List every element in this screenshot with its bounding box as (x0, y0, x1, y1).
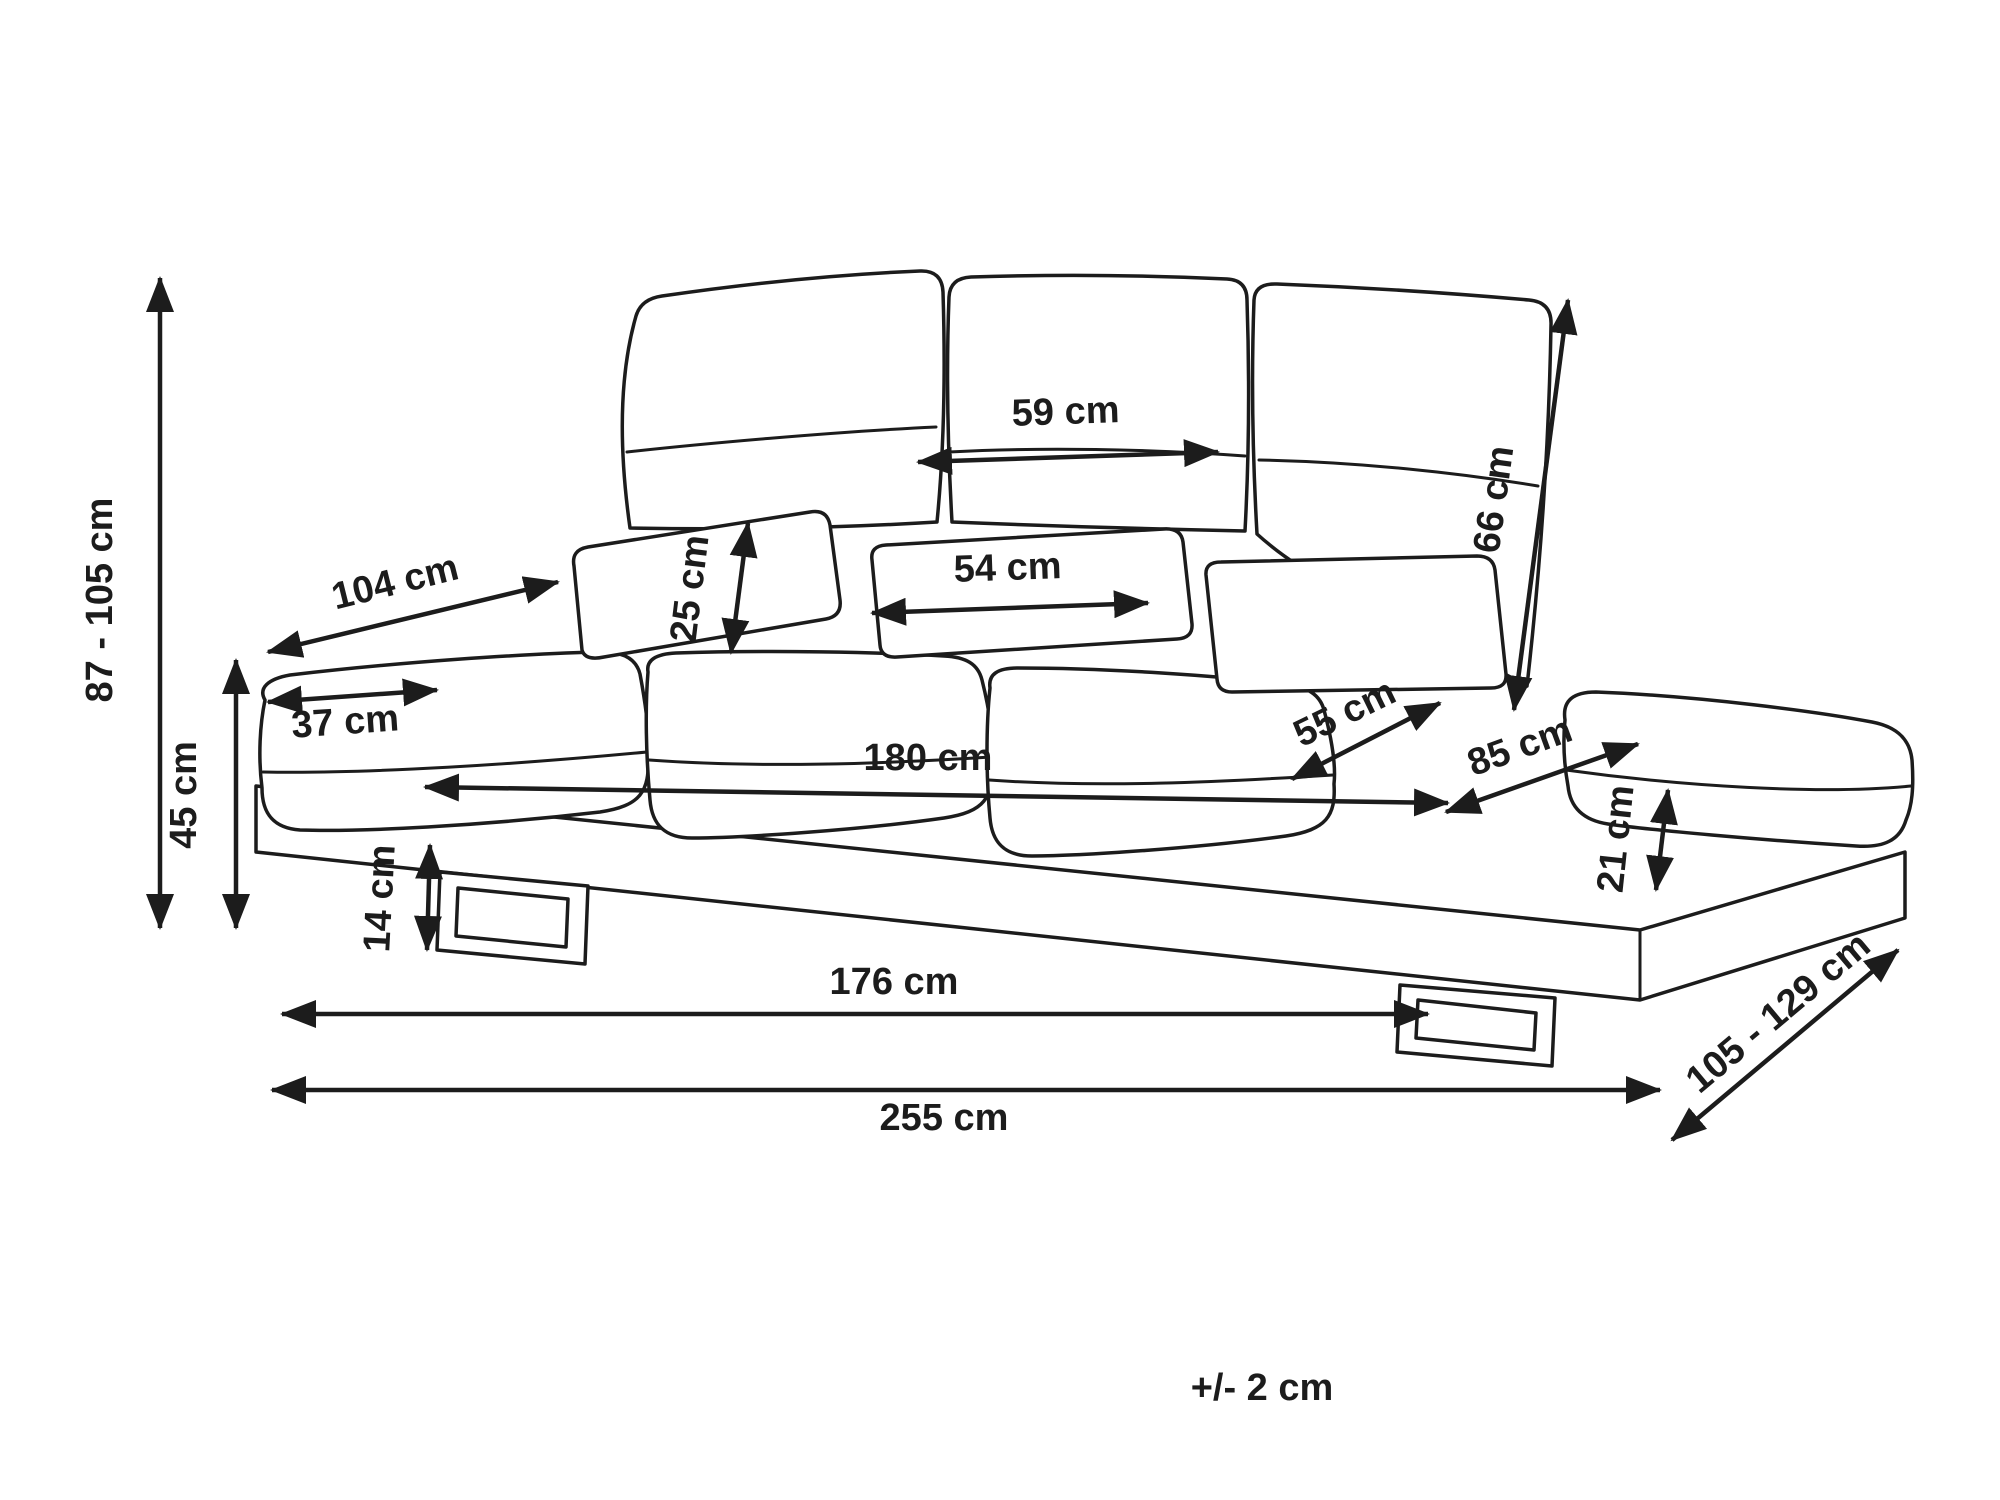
lumbar-pillow-left (571, 509, 842, 660)
dimension-overall-height: 87 - 105 cm (79, 276, 174, 930)
seat-cushion-left-crease (261, 750, 649, 774)
seat-height-label: 45 cm (163, 741, 205, 849)
dimension-overall-width: 255 cm (270, 1076, 1662, 1139)
seat-front-width-label: 37 cm (290, 697, 400, 746)
pillow-width-arrow (870, 590, 1150, 626)
dimension-clearance-height: 14 cm (356, 843, 444, 953)
dimension-depth-left: 104 cm (266, 546, 560, 658)
seat-width-label: 180 cm (864, 737, 993, 779)
seat-depth-arrow (1290, 700, 1442, 782)
back-cushion-width-label: 59 cm (1011, 389, 1120, 435)
seat-width-arrow (423, 773, 1450, 817)
back-cushion-left (620, 269, 946, 531)
back-cushion-left-seam (625, 425, 938, 454)
clearance-height-arrow (413, 843, 444, 952)
dimension-seat-width: 180 cm (423, 737, 1450, 817)
depth-left-label: 104 cm (327, 546, 462, 618)
base-length-label: 176 cm (830, 961, 959, 1003)
depth-left-arrow (266, 576, 560, 658)
leg-left-inner (454, 886, 570, 949)
back-cushion-width-arrow (916, 439, 1220, 475)
armrest-height-arrow (1646, 788, 1678, 892)
overall-height-label: 87 - 105 cm (79, 498, 121, 703)
dimension-seat-height: 45 cm (163, 658, 250, 930)
overall-depth-arrow (1670, 948, 1900, 1142)
seat-front-width-arrow (266, 678, 439, 714)
tolerance-note: +/- 2 cm (1191, 1367, 1334, 1409)
armrest-depth-arrow (1444, 741, 1640, 815)
dimension-base-length: 176 cm (280, 961, 1430, 1028)
tolerance-note-label: +/- 2 cm (1191, 1367, 1334, 1409)
dimension-pillow-width: 54 cm (870, 545, 1150, 626)
seat-cushion-middle-crease (647, 755, 993, 766)
back-height-arrow (1504, 298, 1578, 712)
dimension-seat-front-width: 37 cm (266, 678, 439, 747)
overall-width-label: 255 cm (880, 1097, 1009, 1139)
seat-cushion-right (985, 666, 1337, 858)
lumbar-pillow-right (1204, 554, 1508, 694)
pillow-height-arrow (721, 521, 758, 655)
pillow-width-label: 54 cm (953, 545, 1062, 591)
dimension-back-cushion-width: 59 cm (916, 389, 1220, 475)
clearance-height-label: 14 cm (356, 843, 404, 953)
